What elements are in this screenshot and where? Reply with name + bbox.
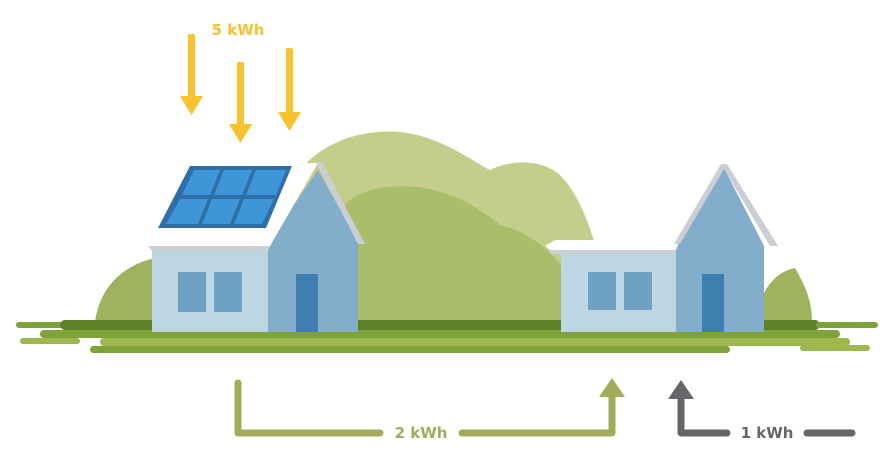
ground-stripe — [20, 338, 80, 344]
house-with-solar — [138, 162, 365, 332]
flow-arrow-icon — [234, 379, 384, 437]
house-window — [588, 272, 616, 310]
hill-middle — [300, 186, 590, 320]
house-roof-eave — [148, 246, 270, 251]
solar-input: 5 kWh — [180, 21, 301, 143]
window-divider — [617, 272, 623, 310]
flow-arrow-icon — [458, 388, 616, 437]
solar-energy-label: 5 kWh — [212, 21, 265, 39]
grid-energy-flow: 1 kWh — [668, 380, 856, 442]
neighbor-house — [545, 164, 778, 332]
shared-energy-flow: 2 kWh — [234, 378, 625, 442]
house-window — [624, 272, 652, 310]
house-roof — [545, 240, 680, 250]
ground-stripe — [816, 322, 878, 328]
sun-ray-arrow-icon — [180, 34, 203, 115]
hill-right — [755, 268, 812, 322]
house-window — [178, 272, 206, 312]
sun-ray-arrow-icon — [278, 48, 301, 131]
window-divider — [207, 272, 213, 312]
solar-cell — [214, 170, 252, 195]
solar-cell — [166, 199, 208, 224]
house-roof-gable — [721, 164, 778, 246]
flow-arrow-head — [599, 378, 625, 397]
hills — [95, 131, 812, 322]
solar-cell — [246, 170, 286, 195]
house-door — [702, 274, 724, 332]
house-roof-eave — [548, 250, 676, 254]
ground-stripe — [90, 346, 730, 353]
grid-energy-label: 1 kWh — [741, 424, 794, 442]
ground-stripe — [100, 338, 850, 346]
house-roof-gable — [316, 162, 365, 244]
ground-stripe — [800, 345, 870, 351]
solar-cell — [202, 199, 240, 224]
house-window — [214, 272, 242, 312]
solar-cell — [182, 170, 220, 195]
sun-ray-arrow-icon — [229, 62, 252, 143]
hill-left — [95, 256, 165, 322]
flow-arrow-icon — [677, 392, 731, 437]
solar-cell — [234, 199, 274, 224]
flow-arrow-head — [668, 380, 694, 399]
solar-cells — [166, 170, 286, 224]
house-side-wall — [676, 168, 764, 332]
house-roof-gable — [674, 164, 727, 244]
house-door — [296, 274, 318, 332]
shared-energy-label: 2 kWh — [395, 424, 448, 442]
